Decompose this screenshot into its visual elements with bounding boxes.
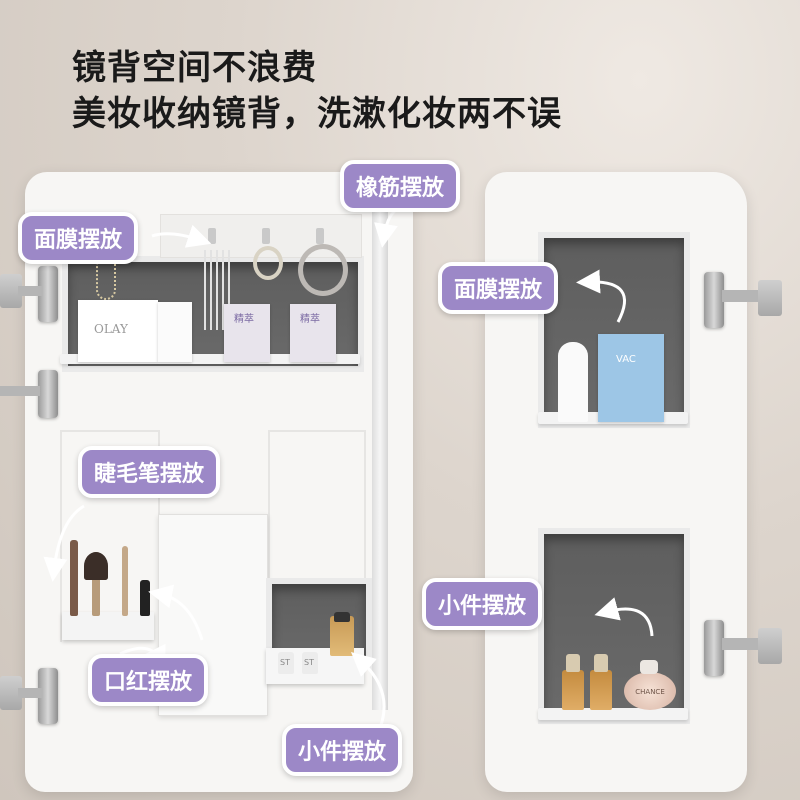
perfume-cap-right-1	[566, 654, 580, 672]
chance-cap	[640, 660, 658, 674]
small-bottle-2: ST	[302, 652, 318, 674]
left-hinge-top-arm	[18, 286, 42, 296]
arrow-small-right	[594, 597, 654, 637]
perfume-cap-left	[334, 612, 350, 622]
perfume-bottle-left	[330, 616, 354, 656]
left-panel-rail	[372, 210, 388, 710]
hair-tie-large-ring	[298, 244, 348, 296]
mascara	[140, 580, 150, 616]
chance-text: CHANCE	[635, 688, 665, 696]
label-mask-right: 面膜摆放	[438, 262, 559, 314]
left-hinge-top-plate	[0, 274, 22, 308]
right-mask-box-text: VAC	[616, 354, 636, 365]
left-hinge-bottom	[38, 668, 58, 724]
perfume-cap-right-2	[594, 654, 608, 672]
brush-cup	[62, 612, 154, 640]
olay-box-back	[158, 302, 192, 362]
eyebrow-pencil	[70, 540, 78, 616]
left-hinge-middle-arm	[0, 386, 40, 396]
arrow-mask-right	[576, 269, 627, 323]
right-hinge-top-arm	[722, 290, 762, 302]
headline-line-1: 镜背空间不浪费	[72, 48, 317, 88]
eyelash-pen	[122, 546, 128, 616]
right-hinge-bottom-plate	[758, 628, 782, 664]
right-bottom-shelf-lip	[538, 708, 688, 720]
label-small-items-right: 小件摆放	[422, 578, 543, 630]
hook-1	[208, 228, 216, 244]
headline-line-2: 美妆收纳镜背，洗漱化妆两不误	[72, 94, 562, 134]
label-rubber-band: 橡筋摆放	[340, 160, 461, 212]
hook-3	[316, 228, 324, 244]
brush-head	[84, 552, 108, 580]
mask-pack-1-text: 精萃	[234, 314, 254, 325]
hair-tie-ring	[253, 246, 283, 280]
small-bottle-2-text: ST	[304, 658, 314, 667]
left-hinge-bottom-plate	[0, 676, 22, 710]
left-top-shelf-lip	[60, 354, 360, 364]
left-hinge-top	[38, 266, 58, 322]
hook-2	[262, 228, 270, 244]
label-eyelash-pen: 睫毛笔摆放	[78, 446, 221, 498]
cleanser-tube	[558, 342, 588, 422]
small-bottle-1: ST	[278, 652, 294, 674]
arrow-lipstick-a	[148, 584, 204, 641]
perfume-bottle-right-1	[562, 670, 584, 710]
olay-box: OLAY	[78, 300, 158, 362]
mask-pack-2-text: 精萃	[300, 314, 320, 325]
right-hinge-bottom-arm	[722, 638, 762, 650]
necklace	[96, 262, 116, 300]
left-hinge-bottom-arm	[18, 688, 42, 698]
right-hinge-bottom	[704, 620, 724, 676]
perfume-bottle-right-2	[590, 670, 612, 710]
right-hinge-top	[704, 272, 724, 328]
mid-column-frame	[268, 430, 366, 592]
olay-text: OLAY	[94, 322, 128, 336]
small-bottle-1-text: ST	[280, 658, 290, 667]
arrow-eyelash	[43, 504, 85, 582]
chance-perfume: CHANCE	[624, 672, 676, 710]
label-mask-left: 面膜摆放	[18, 212, 139, 264]
arrow-mask-left	[151, 224, 212, 248]
right-hinge-top-plate	[758, 280, 782, 316]
label-lipstick: 口红摆放	[88, 654, 209, 706]
label-small-items-left: 小件摆放	[282, 724, 403, 776]
face-mask-pack-1: 精萃	[224, 304, 270, 362]
right-mask-box: VAC	[598, 334, 664, 422]
left-hinge-middle	[38, 370, 58, 418]
face-mask-pack-2: 精萃	[290, 304, 336, 362]
arrow-small-left	[351, 652, 386, 729]
arrow-rubber-band	[374, 206, 401, 248]
makeup-brush	[92, 552, 100, 616]
